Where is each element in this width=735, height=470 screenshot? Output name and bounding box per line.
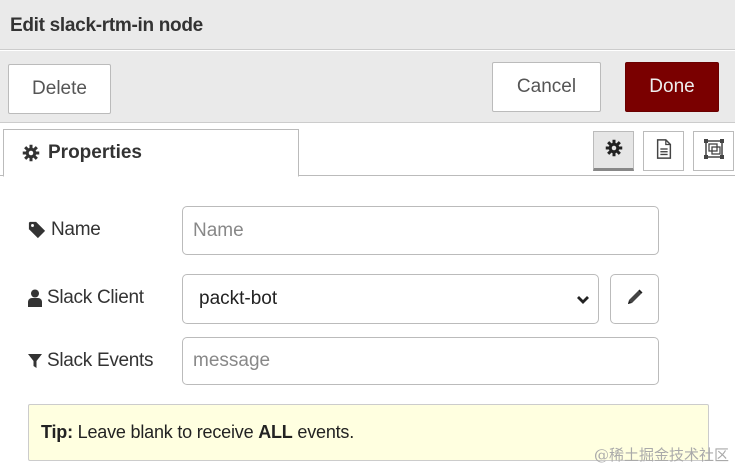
done-button[interactable]: Done (625, 62, 719, 112)
tip-box: Tip: Leave blank to receive ALL events. (28, 404, 709, 461)
tab-properties-label: Properties (48, 142, 142, 163)
slack-events-input[interactable] (182, 337, 659, 385)
tip-text-before: Leave blank to receive (72, 422, 259, 442)
name-input[interactable] (182, 206, 659, 255)
filter-icon (28, 353, 42, 369)
gear-icon (22, 144, 40, 162)
dialog-title: Edit slack-rtm-in node (10, 15, 203, 36)
cancel-button[interactable]: Cancel (492, 62, 601, 112)
tabs-row: Properties (0, 124, 735, 177)
pencil-icon (627, 289, 643, 310)
frame-icon (703, 138, 725, 165)
tip-emphasis: ALL (258, 422, 293, 442)
tab-properties[interactable]: Properties (3, 129, 299, 177)
chevron-down-icon (576, 291, 590, 313)
tab-settings-icon[interactable] (593, 131, 634, 171)
dialog-toolbar: Delete Cancel Done (0, 51, 735, 123)
tag-icon (28, 221, 46, 239)
tab-description-icon[interactable] (643, 131, 684, 171)
slack-events-label: Slack Events (28, 350, 154, 372)
gear-icon (605, 139, 623, 162)
tip-text-after: events. (292, 422, 355, 442)
slack-client-label: Slack Client (28, 287, 144, 309)
slack-client-select[interactable]: packt-bot (182, 274, 599, 324)
tab-appearance-icon[interactable] (693, 131, 734, 171)
name-label: Name (28, 219, 101, 241)
delete-button[interactable]: Delete (8, 64, 111, 114)
slack-client-selected: packt-bot (199, 288, 278, 309)
properties-panel: Name Slack Client packt-bot Slack Events… (0, 177, 735, 470)
watermark: @稀土掘金技术社区 (593, 446, 729, 464)
document-icon (655, 138, 673, 164)
dialog-title-bar: Edit slack-rtm-in node (0, 0, 735, 50)
tip-prefix: Tip: (41, 422, 73, 442)
edit-slack-client-button[interactable] (610, 274, 659, 324)
user-icon (28, 289, 42, 307)
